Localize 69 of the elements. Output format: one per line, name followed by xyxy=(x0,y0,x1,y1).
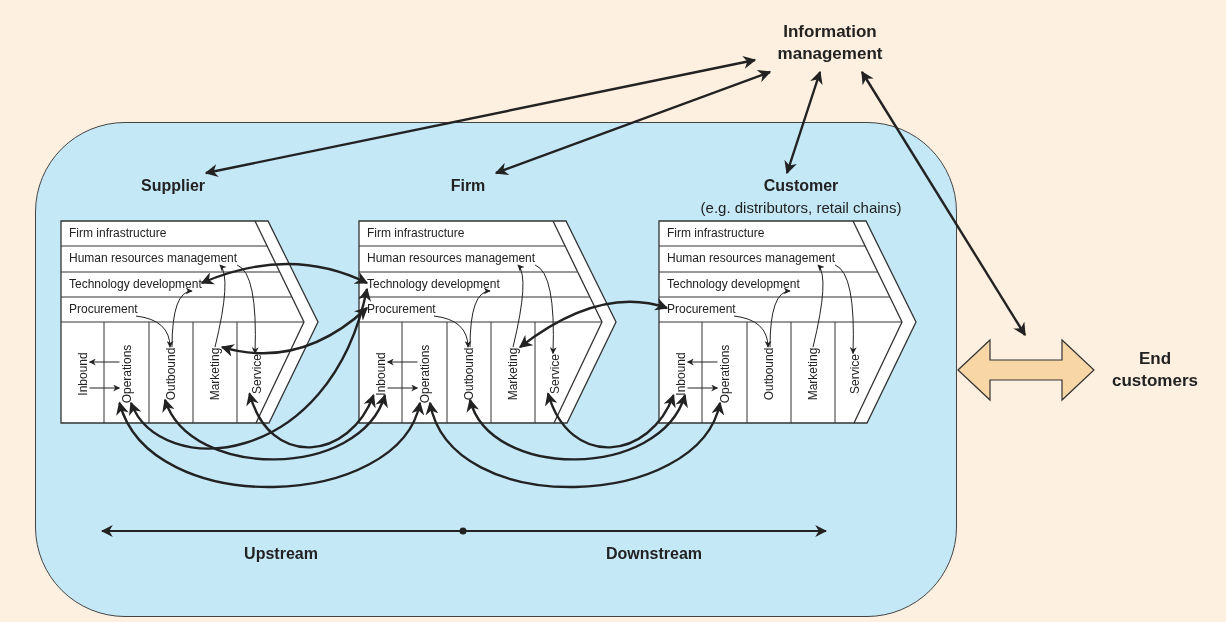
arrow xyxy=(546,392,675,449)
activity-label: Operations xyxy=(119,344,134,403)
arrow xyxy=(534,264,557,355)
node-label: Information management xyxy=(755,14,905,72)
arrow xyxy=(469,288,491,348)
activity-row: Procurement xyxy=(61,301,292,318)
activity-row: Procurement xyxy=(659,301,890,318)
activity-label: Inbound xyxy=(373,351,388,396)
activity-row: Technology development xyxy=(359,276,578,293)
arrow xyxy=(834,264,857,355)
chain-heading: Supplier xyxy=(141,177,205,195)
activity-label: Marketing xyxy=(806,347,820,400)
activity-label: Operations xyxy=(417,344,432,403)
activity-label: Service xyxy=(547,353,562,394)
arrow xyxy=(733,315,772,348)
arrow xyxy=(214,264,227,348)
arrow xyxy=(204,56,757,177)
double-block-arrow xyxy=(957,338,1095,402)
arrow xyxy=(129,287,371,450)
arrow xyxy=(494,69,772,176)
activity-label: Marketing xyxy=(208,347,222,400)
activity-row: Technology development xyxy=(659,276,878,293)
activity-row: Human resources management xyxy=(61,250,268,267)
node-label: End customers xyxy=(1094,342,1216,398)
arrow xyxy=(812,264,825,348)
arrow xyxy=(387,384,419,392)
activity-label: Outbound xyxy=(762,347,776,400)
activity-label: Service xyxy=(249,353,264,394)
chain-heading: Firm xyxy=(450,177,486,195)
arrow xyxy=(433,315,472,348)
chain-subheading: (e.g. distributors, retail chains) xyxy=(700,199,902,216)
activity-row: Human resources management xyxy=(359,250,566,267)
arrow xyxy=(518,298,669,349)
arrow xyxy=(427,401,722,489)
direction-label: Upstream xyxy=(244,545,318,563)
arrow xyxy=(386,358,418,366)
activity-label: Inbound xyxy=(673,351,688,396)
region-background xyxy=(35,122,957,617)
activity-row: Procurement xyxy=(359,301,590,318)
arrow xyxy=(686,358,718,366)
activity-label: Marketing xyxy=(506,347,520,400)
activity-label: Inbound xyxy=(75,351,90,396)
arrow xyxy=(171,288,193,348)
direction-label: Downstream xyxy=(606,545,702,563)
arrow xyxy=(784,70,823,175)
activity-row: Firm infrastructure xyxy=(659,225,854,242)
activity-row: Human resources management xyxy=(659,250,866,267)
activity-label: Service xyxy=(847,353,862,394)
arrow xyxy=(687,384,719,392)
arrow xyxy=(468,394,687,461)
activity-label: Outbound xyxy=(164,347,178,400)
activity-row: Firm infrastructure xyxy=(61,225,256,242)
arrow xyxy=(89,384,121,392)
activity-row: Firm infrastructure xyxy=(359,225,554,242)
arrow xyxy=(247,392,375,449)
arrow xyxy=(118,401,422,489)
activity-label: Operations xyxy=(717,344,732,403)
activity-row: Technology development xyxy=(61,276,280,293)
arrow xyxy=(236,264,259,355)
activity-label: Outbound xyxy=(462,347,476,400)
chain-heading: Customer xyxy=(763,177,839,195)
arrow xyxy=(512,264,525,348)
arrow xyxy=(135,315,174,348)
arrow xyxy=(200,262,369,285)
arrow xyxy=(769,288,791,348)
arrow xyxy=(220,307,368,357)
arrow xyxy=(861,70,1026,337)
arrow xyxy=(163,394,387,461)
arrow xyxy=(88,358,120,366)
